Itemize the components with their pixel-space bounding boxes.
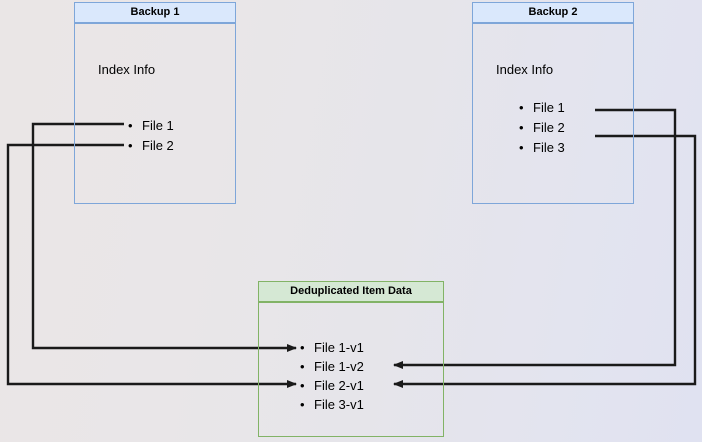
dedup-item-list: File 1-v1 File 1-v2 File 2-v1 File 3-v1 bbox=[300, 338, 364, 415]
node-backup-2-title: Backup 2 bbox=[472, 2, 634, 23]
node-backup-1-body bbox=[74, 23, 236, 204]
node-deduplicated-item-data[interactable]: Deduplicated Item Data bbox=[258, 281, 444, 437]
node-backup-1[interactable]: Backup 1 bbox=[74, 2, 236, 204]
node-backup-2[interactable]: Backup 2 bbox=[472, 2, 634, 204]
backup-2-index-info-label: Index Info bbox=[496, 62, 554, 77]
list-item: File 3 bbox=[519, 138, 565, 158]
list-item: File 1-v1 bbox=[300, 338, 364, 358]
node-backup-1-title: Backup 1 bbox=[74, 2, 236, 23]
node-deduplicated-item-data-body bbox=[258, 302, 444, 437]
list-item: File 2 bbox=[128, 136, 174, 156]
backup-1-file-list: File 1 File 2 bbox=[128, 116, 174, 156]
node-deduplicated-item-data-title: Deduplicated Item Data bbox=[258, 281, 444, 302]
list-item: File 1 bbox=[128, 116, 174, 136]
list-item: File 1 bbox=[519, 98, 565, 118]
list-item: File 1-v2 bbox=[300, 357, 364, 377]
list-item: File 2 bbox=[519, 118, 565, 138]
backup-1-index-info-label: Index Info bbox=[98, 62, 156, 77]
node-backup-2-body bbox=[472, 23, 634, 204]
backup-2-file-list: File 1 File 2 File 3 bbox=[519, 98, 565, 158]
list-item: File 2-v1 bbox=[300, 376, 364, 396]
list-item: File 3-v1 bbox=[300, 395, 364, 415]
